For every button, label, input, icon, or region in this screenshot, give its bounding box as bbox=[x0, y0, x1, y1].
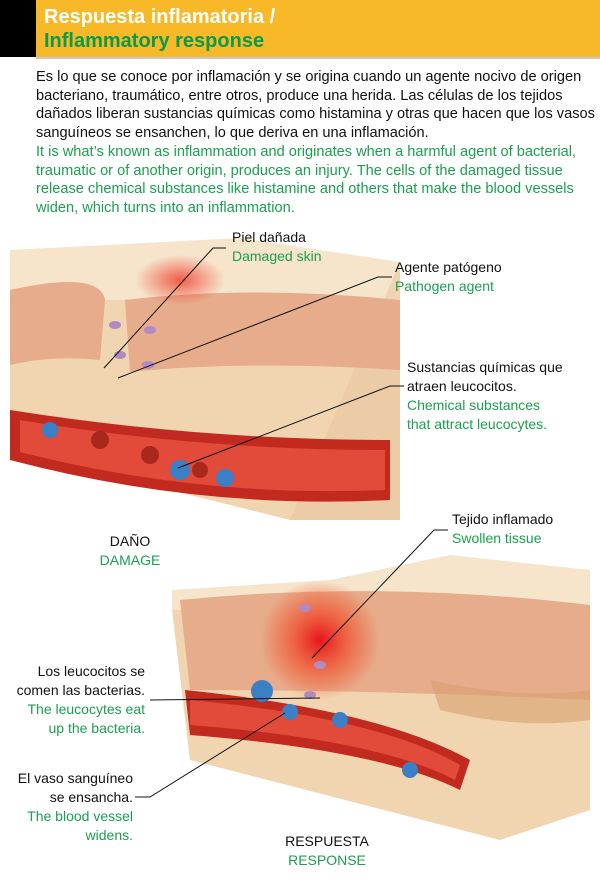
label-es: Agente patógeno bbox=[395, 259, 502, 275]
title-en: RESPONSE bbox=[288, 852, 366, 868]
label-es: comen las bacterias. bbox=[16, 682, 145, 698]
label-es: Sustancias químicas que bbox=[407, 359, 563, 375]
label-damaged-skin: Piel dañada Damaged skin bbox=[232, 228, 322, 266]
label-en: widens. bbox=[85, 827, 133, 843]
response-title: RESPUESTA RESPONSE bbox=[267, 832, 387, 870]
header-accent-bar bbox=[0, 0, 36, 57]
header-banner: Respuesta inflamatoria / Inflammatory re… bbox=[36, 0, 600, 59]
label-en: up the bacteria. bbox=[48, 720, 145, 736]
label-es: El vaso sanguíneo bbox=[17, 770, 133, 786]
intro-english: It is what’s known as inflammation and o… bbox=[36, 144, 576, 216]
label-chemical-substances: Sustancias químicas que atraen leucocito… bbox=[407, 358, 563, 434]
label-en: Damaged skin bbox=[232, 248, 322, 264]
label-en: The leucocytes eat bbox=[27, 701, 145, 717]
title-english: Inflammatory response bbox=[44, 30, 265, 52]
response-skin-illustration bbox=[172, 555, 590, 840]
label-en: Chemical substances bbox=[407, 397, 541, 413]
intro-spanish: Es lo que se conoce por inflamación y se… bbox=[36, 69, 595, 141]
label-es: Piel dañada bbox=[232, 229, 306, 245]
title-en: DAMAGE bbox=[99, 552, 161, 568]
label-es: Tejido inflamado bbox=[452, 511, 554, 527]
label-es: se ensancha. bbox=[49, 789, 133, 805]
label-es: Los leucocitos se bbox=[37, 663, 145, 679]
label-en: Pathogen agent bbox=[395, 278, 494, 294]
title-es: RESPUESTA bbox=[285, 833, 369, 849]
label-en: The blood vessel bbox=[27, 808, 133, 824]
label-swollen-tissue: Tejido inflamado Swollen tissue bbox=[452, 510, 553, 548]
label-en: Swollen tissue bbox=[452, 530, 542, 546]
callout-lines bbox=[103, 247, 448, 798]
damage-title: DAÑO DAMAGE bbox=[80, 532, 180, 570]
title-spanish: Respuesta inflamatoria / bbox=[44, 6, 276, 28]
label-en: that attract leucocytes. bbox=[407, 416, 548, 432]
label-pathogen-agent: Agente patógeno Pathogen agent bbox=[395, 258, 502, 296]
label-blood-vessel-widens: El vaso sanguíneo se ensancha. The blood… bbox=[0, 769, 133, 845]
damage-skin-illustration bbox=[10, 238, 400, 520]
title-es: DAÑO bbox=[109, 533, 151, 549]
label-es: atraen leucocitos. bbox=[407, 378, 517, 394]
label-leucocytes-eat-bacteria: Los leucocitos se comen las bacterias. T… bbox=[0, 662, 145, 738]
